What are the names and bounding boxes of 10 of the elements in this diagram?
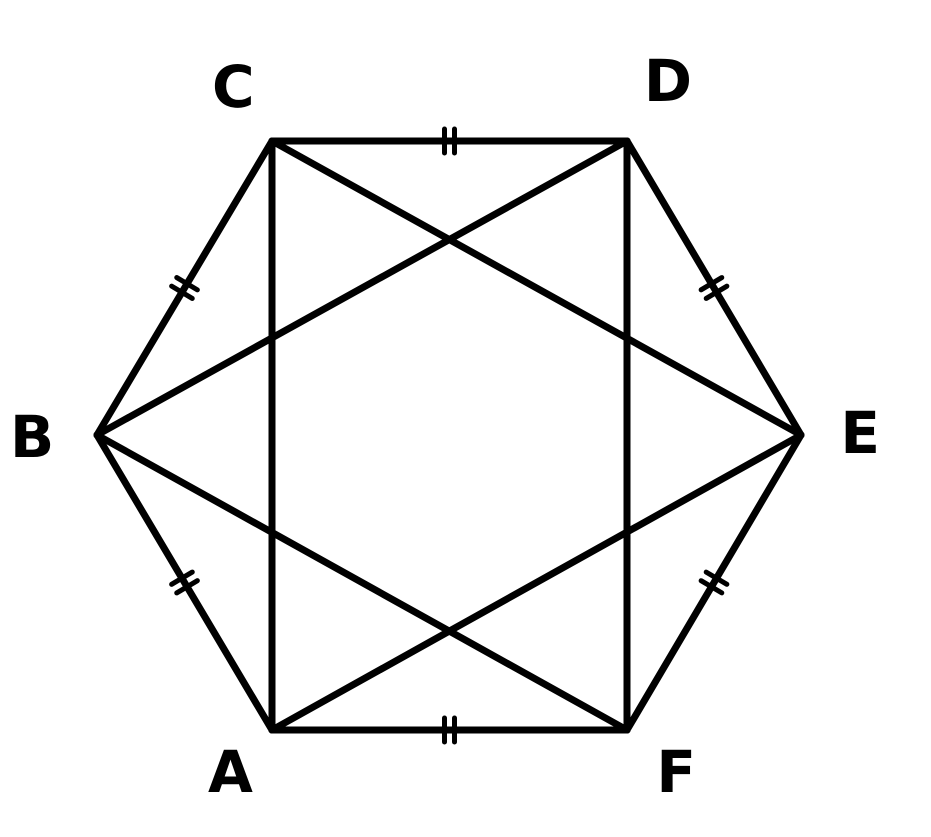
line-segment [624,138,630,734]
vertex-label: F [626,729,696,801]
vertex-label: C [212,58,273,142]
vertex-label: D [626,52,692,142]
vertex-label: A [208,729,273,801]
vertex-label: B [10,404,98,470]
vertex-label: E [800,400,880,466]
line-segment [268,138,276,734]
line-segment [268,432,804,734]
line-segment [94,432,630,734]
